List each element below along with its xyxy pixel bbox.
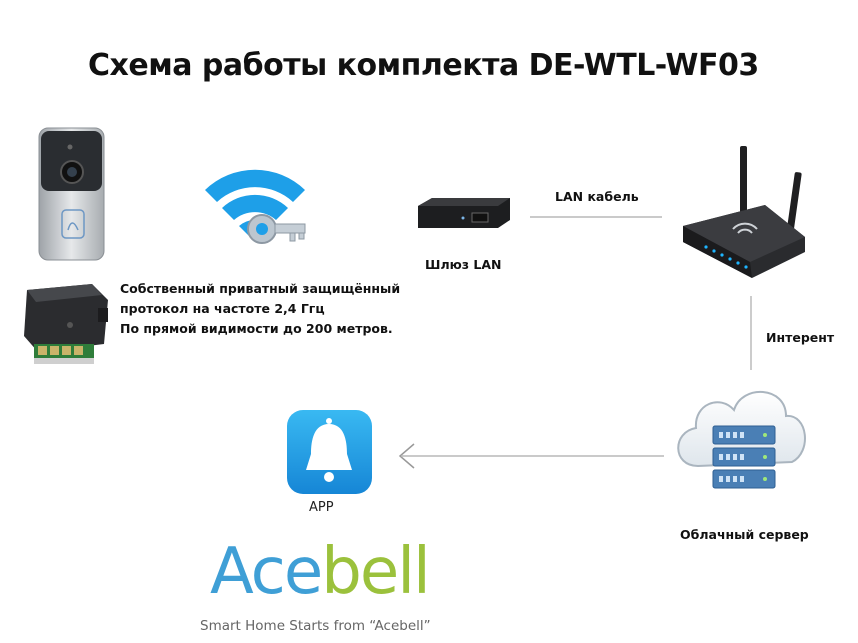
lan-cable-label: LAN кабель xyxy=(555,189,639,204)
acebell-logo: Acebell xyxy=(210,540,429,604)
protocol-line-1: Собственный приватный защищённый xyxy=(120,279,400,299)
logo-part-bell: bell xyxy=(321,535,429,609)
relay-module-icon xyxy=(24,284,108,364)
cloud-to-app-arrow xyxy=(400,444,664,468)
cloud-server-label: Облачный сервер xyxy=(680,527,809,542)
protocol-line-3: По прямой видимости до 200 метров. xyxy=(120,319,400,339)
protocol-description: Собственный приватный защищённый протоко… xyxy=(120,279,400,339)
cloud-server-icon xyxy=(678,392,805,488)
logo-tagline: Smart Home Starts from “Acebell” xyxy=(200,618,431,634)
gateway-label: Шлюз LAN xyxy=(425,257,501,272)
logo-part-ace: Ace xyxy=(210,535,321,609)
app-bell-icon xyxy=(287,410,372,494)
doorbell-device-icon xyxy=(39,128,104,260)
protocol-line-2: протокол на частоте 2,4 Ггц xyxy=(120,299,400,319)
internet-label: Интерент xyxy=(766,330,834,345)
lan-gateway-icon xyxy=(418,198,510,228)
wifi-key-icon xyxy=(205,170,305,243)
router-icon xyxy=(683,146,805,278)
app-label: APP xyxy=(309,500,334,515)
